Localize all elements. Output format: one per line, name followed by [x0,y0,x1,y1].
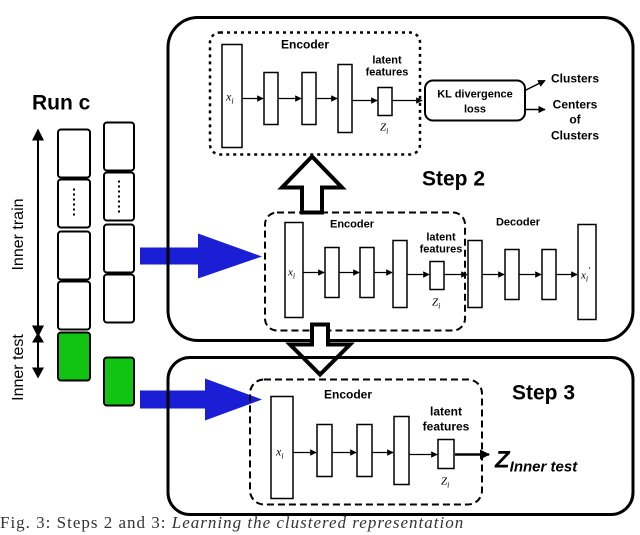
blue-arrow-to-step2 [140,233,262,279]
centers-label: Centers [553,98,598,112]
clusters-label: Clusters [551,72,599,86]
step2-bottom-decoder-label: Decoder [496,217,541,229]
caption-prefix: Fig. 3: Steps 2 and 3: [0,513,172,532]
inner-train-span-arrow [32,128,44,338]
step2-bottom-latent-label-2: features [420,244,463,256]
inner-train-label: Inner train [10,198,27,270]
step3-encoder-label: Encoder [324,388,372,402]
kl-output-arrows [524,79,546,114]
step2-bottom-latent-node [429,260,445,291]
inner-test-block [103,356,135,407]
step2-box [166,16,635,342]
step2-decoder-layer-1 [467,239,483,309]
kl-label-1: KL divergence [437,89,513,101]
fold-column-1 [57,128,91,382]
step2-top-arrows [242,95,423,104]
hollow-down-arrow [285,322,355,378]
step2-top-hidden-layer-3 [337,63,353,134]
inner-test-label: Inner test [10,334,27,401]
fold-column-2 [103,121,135,407]
step2-bottom-latent-label-1: latent [426,232,456,244]
fold-block [103,121,135,172]
step3-box [166,356,635,516]
step2-bottom-hidden-layer-3 [392,239,408,309]
step3-encoder-frame [249,378,483,506]
step2-top-hidden-layer-2 [301,71,317,126]
step3-hidden-layer-2 [356,423,373,478]
step2-output-var: xi' [580,266,591,284]
inner-test-block [57,331,91,382]
step2-bottom-hidden-layer-1 [324,246,340,299]
step3-input-layer [270,395,294,500]
step2-top-latent-node [377,86,393,117]
step2-output-layer [577,223,597,321]
step3-arrows [293,449,438,458]
fold-block [57,280,91,331]
step2-top-latent-label-1: latent [372,55,402,67]
blue-arrow-to-step3 [140,378,262,421]
inner-test-span-arrow [32,332,44,379]
run-label: Run c [32,92,91,115]
fold-block [103,273,135,324]
step2-bottom-encoder-frame [264,211,466,332]
step2-label: Step 2 [422,168,485,191]
step2-top-input-var: xi [225,90,234,106]
step2-top-latent-label-2: features [366,67,409,79]
caption-italic: Learning the clustered representation [171,513,465,532]
step2-bottom-encoder-label: Encoder [330,219,375,231]
step3-input-var: xi [275,445,284,461]
step2-bottom-latent-var: Zi [432,297,440,311]
step2-decoder-layer-3 [541,248,557,301]
kl-divergence-box [424,79,526,122]
step2-top-hidden-layer-1 [263,71,279,126]
fold-block [57,230,91,281]
step2-bottom-arrows [303,269,578,278]
step3-hidden-layer-3 [393,415,410,486]
clusters-label-2: Clusters [551,129,599,143]
of-label: of [569,113,581,127]
fold-block [57,128,91,179]
step3-latent-label-1: latent [430,405,462,419]
figure-caption: Fig. 3: Steps 2 and 3: Learning the clus… [0,510,640,535]
z-inner-test-label: ZInner test [494,447,578,476]
step3-hidden-layer-1 [316,423,333,478]
step2-bottom-hidden-layer-2 [359,246,375,299]
hollow-up-arrow [277,153,347,215]
step3-latent-label-2: features [423,420,470,434]
step3-label: Step 3 [512,382,575,405]
step3-latent-var: Zi [441,476,449,490]
kl-label-2: loss [464,104,486,116]
step2-decoder-layer-2 [504,248,520,301]
step2-bottom-input-var: xi [287,267,295,281]
fold-block [103,223,135,274]
step2-bottom-input-layer [284,221,304,319]
step3-latent-node [437,438,455,470]
step2-top-input-layer [221,43,243,149]
step2-top-latent-var: Zi [380,122,388,136]
step2-top-encoder-label: Encoder [281,38,329,52]
